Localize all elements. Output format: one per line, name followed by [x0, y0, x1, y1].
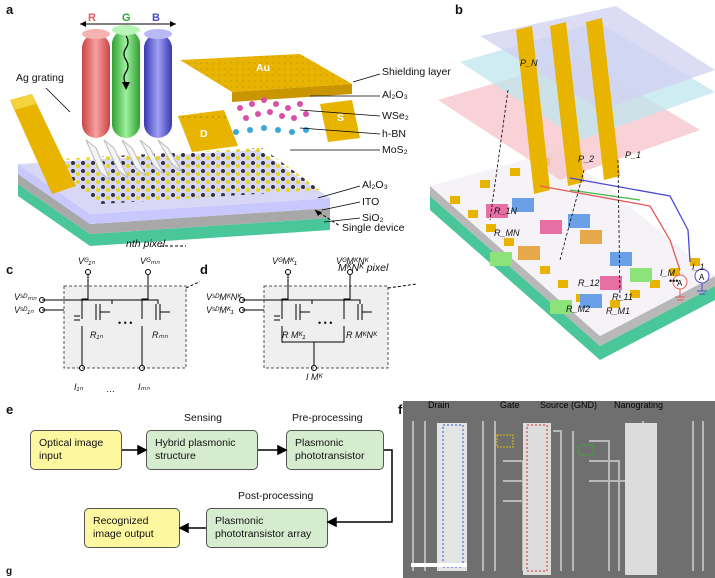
- label-b: B: [152, 12, 160, 24]
- label-mknk-pixel: MᴷNᴷ pixel: [338, 262, 389, 274]
- label-hbn: h-BN: [382, 128, 406, 140]
- ag-grating: [85, 139, 183, 181]
- label-rmn: R_MN: [494, 228, 520, 238]
- label-ito: ITO: [362, 196, 380, 208]
- wse2-lattice: [237, 97, 309, 121]
- label-i-mk: I Mᴷ: [306, 372, 323, 382]
- array-illustration: A A: [430, 6, 715, 360]
- label-vg-mknk: VᴳMᴷNᴷ: [336, 256, 369, 266]
- label-rm1: R_M1: [606, 306, 631, 316]
- label-wse2: WSe₂: [382, 110, 409, 122]
- circuit-c-dots: • • •: [118, 318, 133, 328]
- label-r-mn: Rₘₙ: [152, 330, 168, 340]
- circuit-d-dots: • • •: [318, 318, 333, 328]
- label-s: S: [337, 112, 345, 124]
- label-vg-mk1: VᴳMᴷ₁: [272, 256, 297, 266]
- label-g-electrode: G: [28, 154, 37, 166]
- label-al2o3: Al₂O₃: [362, 179, 388, 191]
- panel-label-g: g: [6, 566, 13, 577]
- label-vsd-mn: Vˢᴰₘₙ: [14, 292, 37, 302]
- circuit-d: [239, 269, 416, 371]
- label-im: I_M: [660, 268, 676, 278]
- circuit-c: [39, 245, 200, 371]
- panel-label-c: c: [6, 262, 14, 277]
- label-rm2: R_M2: [566, 304, 591, 314]
- al2o3-layer: [18, 164, 330, 224]
- label-drain: Drain: [428, 400, 450, 410]
- label-p1: P_1: [625, 150, 642, 160]
- red-beam: [82, 34, 110, 138]
- box-phototransistor-array: Plasmonic phototransistor array: [206, 508, 328, 548]
- light-wave: [123, 35, 129, 85]
- panel-label-a: a: [6, 2, 14, 17]
- array-dots: •••: [669, 276, 679, 286]
- label-g: G: [122, 12, 131, 24]
- sem-gate: [496, 434, 514, 448]
- gate-electrode: [10, 94, 76, 194]
- box-hybrid-structure: Hybrid plasmonic structure: [146, 430, 258, 470]
- box-recognized-output: Recognized image output: [84, 508, 180, 548]
- sem-image: [403, 401, 715, 578]
- header-sensing: Sensing: [184, 412, 222, 424]
- label-r: R: [88, 12, 96, 24]
- label-vsd-mk1: VˢᴰMᴷ₁: [206, 305, 234, 315]
- label-vsd-1n: Vˢᴰ₁ₙ: [14, 305, 34, 315]
- sem-nanograting: [578, 444, 594, 456]
- label-ag-grating: Ag grating: [16, 72, 64, 84]
- label-vsd-mknk: VˢᴰMᴷNᴷ: [206, 292, 242, 302]
- label-r-1n: R₁ₙ: [90, 330, 103, 340]
- sem-pad-right: [625, 423, 657, 575]
- label-r1n: R_1N: [494, 206, 518, 216]
- label-mos2: MoS₂: [382, 144, 408, 156]
- array-base: [430, 150, 715, 336]
- svg-text:A: A: [677, 279, 683, 288]
- panel-label-d: d: [200, 262, 208, 277]
- label-sio2: SiO₂: [362, 212, 384, 224]
- blue-beam: [144, 34, 172, 138]
- svg-text:A: A: [699, 273, 705, 282]
- label-vg-1n: Vᴳ₁ₙ: [78, 256, 95, 266]
- label-i-mn: Iₘₙ: [138, 382, 150, 392]
- panel-label-f: f: [398, 402, 403, 417]
- label-nanograting: Nanograting: [614, 400, 664, 410]
- label-gate: Gate: [500, 400, 520, 410]
- circuit-c-ellipsis: …: [106, 384, 115, 394]
- sem-drain: [437, 423, 467, 571]
- flow-arrows: [122, 444, 393, 534]
- label-pn: P_N: [520, 58, 538, 68]
- label-nth-pixel: nth pixel: [126, 238, 166, 250]
- scale-bar: [411, 563, 467, 567]
- box-phototransistor: Plasmonic phototransistor: [286, 430, 384, 470]
- box-optical-input: Optical image input: [30, 430, 122, 470]
- sio2-layer: [18, 184, 330, 246]
- label-r11: R_11: [612, 292, 633, 302]
- label-single-device: Single device: [342, 222, 405, 234]
- label-au: Au: [256, 62, 270, 74]
- label-shielding-layer: Shielding layer: [382, 66, 451, 78]
- label-source: Source (GND): [540, 400, 598, 410]
- shielding-bars: [516, 18, 620, 194]
- label-d: D: [200, 128, 208, 140]
- header-preprocessing: Pre-processing: [292, 412, 363, 424]
- header-postprocessing: Post-processing: [238, 490, 314, 502]
- label-vg-mn: Vᴳₘₙ: [140, 256, 160, 266]
- ito-layer: [18, 174, 330, 234]
- drain-electrode: [178, 110, 238, 152]
- label-r-mk1: R Mᴷ₁: [282, 330, 306, 340]
- label-p2: P_2: [578, 154, 595, 164]
- sem-source: [523, 423, 551, 575]
- label-al2o3-top: Al₂O₃: [382, 89, 408, 101]
- label-i-1n: I₁ₙ: [74, 382, 83, 392]
- label-r12: R_12: [578, 278, 600, 288]
- mos2-layer: [40, 148, 320, 204]
- device-cells: [486, 198, 652, 314]
- device-illustration: [10, 21, 381, 246]
- panel-label-b: b: [455, 2, 463, 17]
- label-r-mknk: R MᴷNᴷ: [346, 330, 378, 340]
- label-i1: I_1: [692, 262, 705, 272]
- panel-label-e: e: [6, 402, 14, 417]
